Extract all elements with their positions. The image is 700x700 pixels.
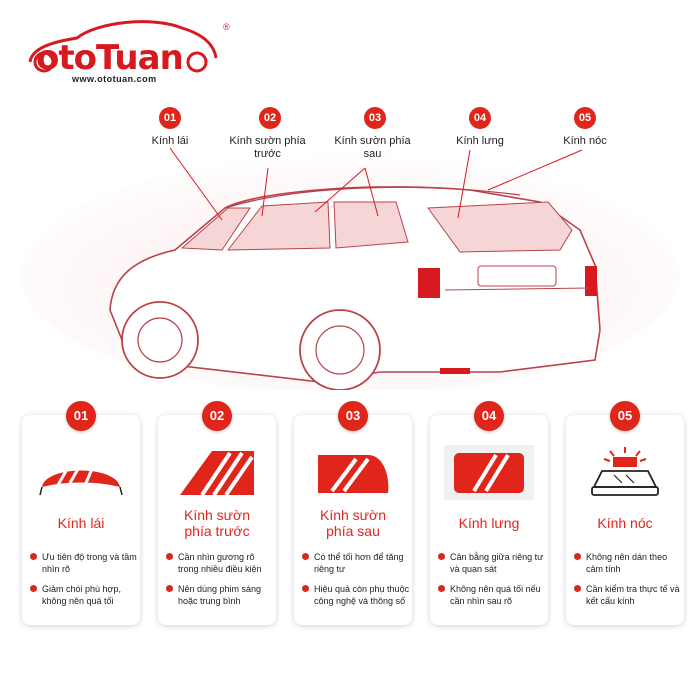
card-front-side-window: 02 Kính sườn phía trước Cần nhìn gương r… [158,401,276,625]
card-badge: 02 [202,401,232,431]
diagram-badge-03: 03 [364,107,386,129]
front-side-window-icon [180,451,254,497]
bullet-item: Cần nhìn gương rõ trong nhiều điều kiện [166,551,274,575]
bullet-item: Ưu tiên độ trong và tầm nhìn rõ [30,551,138,575]
card-title: Kính sườn phía trước [158,507,276,539]
card-bullets: Có thể tối hơn để tăng riêng tư Hiệu quả… [302,551,410,615]
card-title-line: Kính sườn [319,507,387,523]
card-bullets: Ưu tiên độ trong và tầm nhìn rõ Giảm chó… [30,551,138,615]
diagram-label-02: Kính sườn phía trước [229,135,306,160]
bullet-item: Cần kiểm tra thực tế và kết cấu kính [574,583,682,607]
card-title-line: Kính lái [57,515,105,531]
card-title: Kính lưng [430,515,548,531]
diagram-label-05: Kính nóc [563,135,607,147]
car-window-diagram: 01 Kính lái 02 Kính sườn phía trước 03 K… [0,90,700,390]
bullet-item: Không nên dán theo cảm tính [574,551,682,575]
brand-url: www.ototuan.com [72,74,157,84]
suv-outline-icon [20,147,680,390]
brand-logo: otoTuan www.ototuan.com ® [22,10,230,84]
window-cards: 01 Kính lái Ưu tiên độ trong và tầm nhìn… [22,401,684,625]
windshield-icon [39,468,123,496]
diagram-badge-02: 02 [259,107,281,129]
card-windshield: 01 Kính lái Ưu tiên độ trong và tầm nhìn… [22,401,140,625]
card-bullets: Cần nhìn gương rõ trong nhiều điều kiện … [166,551,274,615]
card-rear-window: 04 Kính lưng Cân bằng giữa riêng tư và q… [430,401,548,625]
card-badge: 03 [338,401,368,431]
card-badge: 05 [610,401,640,431]
diagram-badge-01: 01 [159,107,181,129]
car-outline-logo-icon [28,20,218,73]
card-title: Kính nóc [566,515,684,531]
bullet-item: Nên dùng phim sáng hoặc trung bình [166,583,274,607]
bullet-item: Hiệu quả còn phụ thuộc công nghệ và thôn… [302,583,410,607]
diagram-label-03: Kính sườn phía sau [334,135,411,160]
card-title: Kính lái [22,515,140,531]
card-title-line: phía sau [326,523,380,539]
card-bullets: Cân bằng giữa riêng tư và quan sát Không… [438,551,546,615]
card-badge: 01 [66,401,96,431]
card-badge: 04 [474,401,504,431]
rear-window-icon [444,445,534,500]
sunroof-icon [591,447,659,496]
card-title-line: Kính lưng [458,515,520,531]
bullet-item: Có thể tối hơn để tăng riêng tư [302,551,410,575]
brand-name: otoTuan [36,38,184,78]
rear-side-window-icon [318,455,389,493]
card-rear-side-window: 03 Kính sườn phía sau Có thể tối hơn để … [294,401,412,625]
card-title: Kính sườn phía sau [294,507,412,539]
card-title-line: phía trước [184,523,250,539]
diagram-label-01: Kính lái [151,135,189,147]
card-title-line: Kính sườn [183,507,251,523]
bullet-item: Giảm chói phù hợp, không nên quá tối [30,583,138,607]
bullet-item: Cân bằng giữa riêng tư và quan sát [438,551,546,575]
diagram-badge-05: 05 [574,107,596,129]
card-sunroof: 05 Kính nóc Không nên dán theo cảm tính … [566,401,684,625]
registered-mark: ® [223,22,230,32]
bullet-item: Không nên quá tối nếu cần nhìn sau rõ [438,583,546,607]
diagram-label-04: Kính lưng [456,135,504,147]
diagram-badge-04: 04 [469,107,491,129]
card-title-line: Kính nóc [597,515,653,531]
card-bullets: Không nên dán theo cảm tính Cần kiểm tra… [574,551,682,615]
